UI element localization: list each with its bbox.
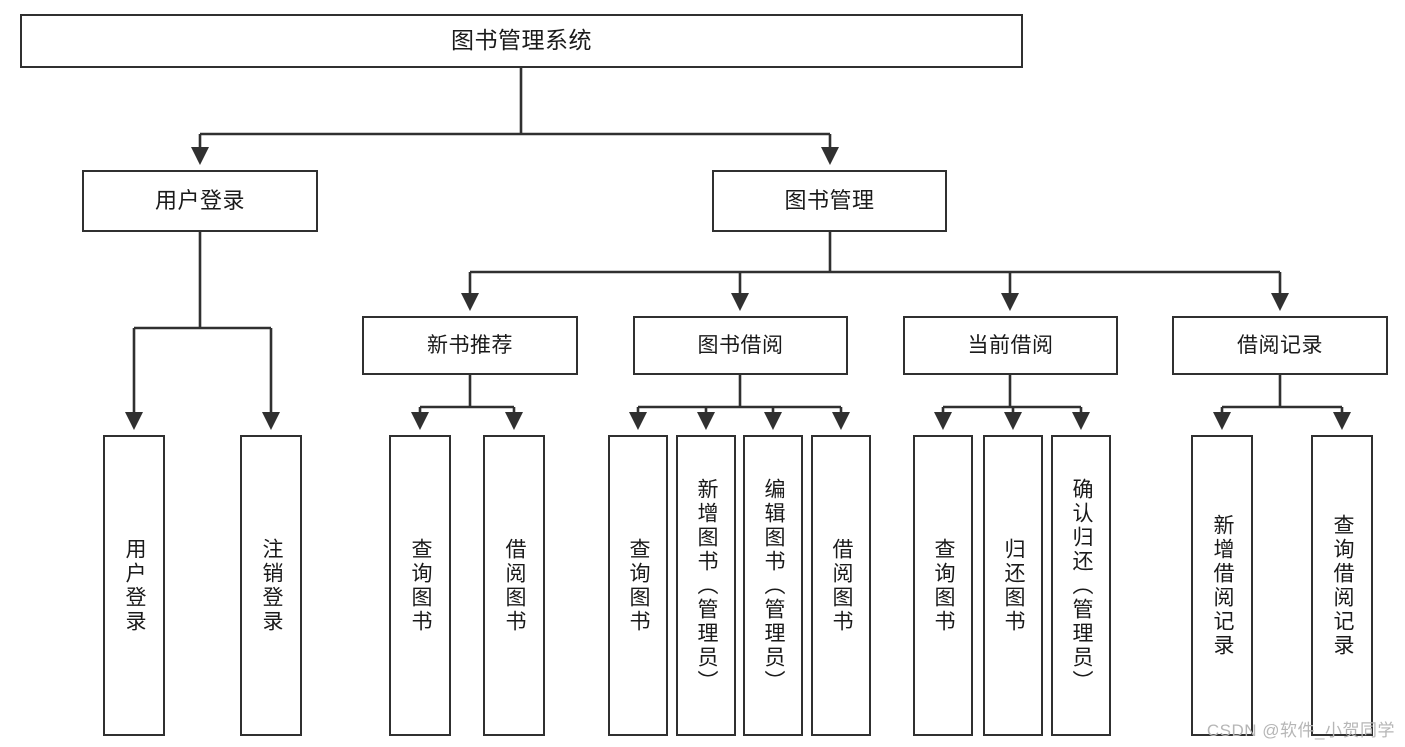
node-leaf-user-login[interactable]: 用户登录 xyxy=(103,435,165,736)
node-leaf-user-logout-label: 注销登录 xyxy=(260,537,284,634)
node-leaf-confirm-return[interactable]: 确认归还（管理员） xyxy=(1051,435,1111,736)
node-leaf-edit-book[interactable]: 编辑图书（管理员） xyxy=(743,435,803,736)
node-new-book-recommend[interactable]: 新书推荐 xyxy=(362,316,578,375)
node-root[interactable]: 图书管理系统 xyxy=(20,14,1023,68)
node-current-borrow[interactable]: 当前借阅 xyxy=(903,316,1118,375)
node-leaf-query-book-1-label: 查询图书 xyxy=(409,537,433,634)
node-borrow-record-label: 借阅记录 xyxy=(1237,333,1323,357)
node-leaf-query-book-1[interactable]: 查询图书 xyxy=(389,435,451,736)
node-leaf-add-book[interactable]: 新增图书（管理员） xyxy=(676,435,736,736)
node-book-borrow-label: 图书借阅 xyxy=(697,333,784,357)
node-leaf-query-book-2-label: 查询图书 xyxy=(627,537,651,634)
node-leaf-return-book[interactable]: 归还图书 xyxy=(983,435,1043,736)
node-user-login[interactable]: 用户登录 xyxy=(82,170,318,232)
node-leaf-query-book-3-label: 查询图书 xyxy=(932,537,956,634)
node-leaf-edit-book-label: 编辑图书（管理员） xyxy=(762,477,786,694)
node-leaf-borrow-book-1-label: 借阅图书 xyxy=(503,537,527,634)
node-leaf-user-login-label: 用户登录 xyxy=(123,537,147,634)
node-leaf-query-book-3[interactable]: 查询图书 xyxy=(913,435,973,736)
node-book-borrow[interactable]: 图书借阅 xyxy=(633,316,848,375)
node-root-label: 图书管理系统 xyxy=(451,27,592,54)
node-leaf-confirm-return-label: 确认归还（管理员） xyxy=(1070,477,1094,694)
node-new-book-recommend-label: 新书推荐 xyxy=(427,333,513,357)
node-leaf-borrow-book-1[interactable]: 借阅图书 xyxy=(483,435,545,736)
node-leaf-add-record-label: 新增借阅记录 xyxy=(1211,513,1235,658)
node-leaf-query-record-label: 查询借阅记录 xyxy=(1331,513,1355,658)
watermark: CSDN @软件_小贺同学 xyxy=(1206,721,1395,740)
node-book-manage[interactable]: 图书管理 xyxy=(712,170,947,232)
node-leaf-query-book-2[interactable]: 查询图书 xyxy=(608,435,668,736)
node-leaf-return-book-label: 归还图书 xyxy=(1002,537,1026,634)
node-leaf-add-record[interactable]: 新增借阅记录 xyxy=(1191,435,1253,736)
node-leaf-borrow-book-2-label: 借阅图书 xyxy=(830,537,854,634)
node-leaf-user-logout[interactable]: 注销登录 xyxy=(240,435,302,736)
node-leaf-query-record[interactable]: 查询借阅记录 xyxy=(1311,435,1373,736)
node-current-borrow-label: 当前借阅 xyxy=(967,333,1054,357)
node-borrow-record[interactable]: 借阅记录 xyxy=(1172,316,1388,375)
node-leaf-add-book-label: 新增图书（管理员） xyxy=(695,477,719,694)
node-user-login-label: 用户登录 xyxy=(154,187,245,213)
node-book-manage-label: 图书管理 xyxy=(784,187,875,213)
node-leaf-borrow-book-2[interactable]: 借阅图书 xyxy=(811,435,871,736)
